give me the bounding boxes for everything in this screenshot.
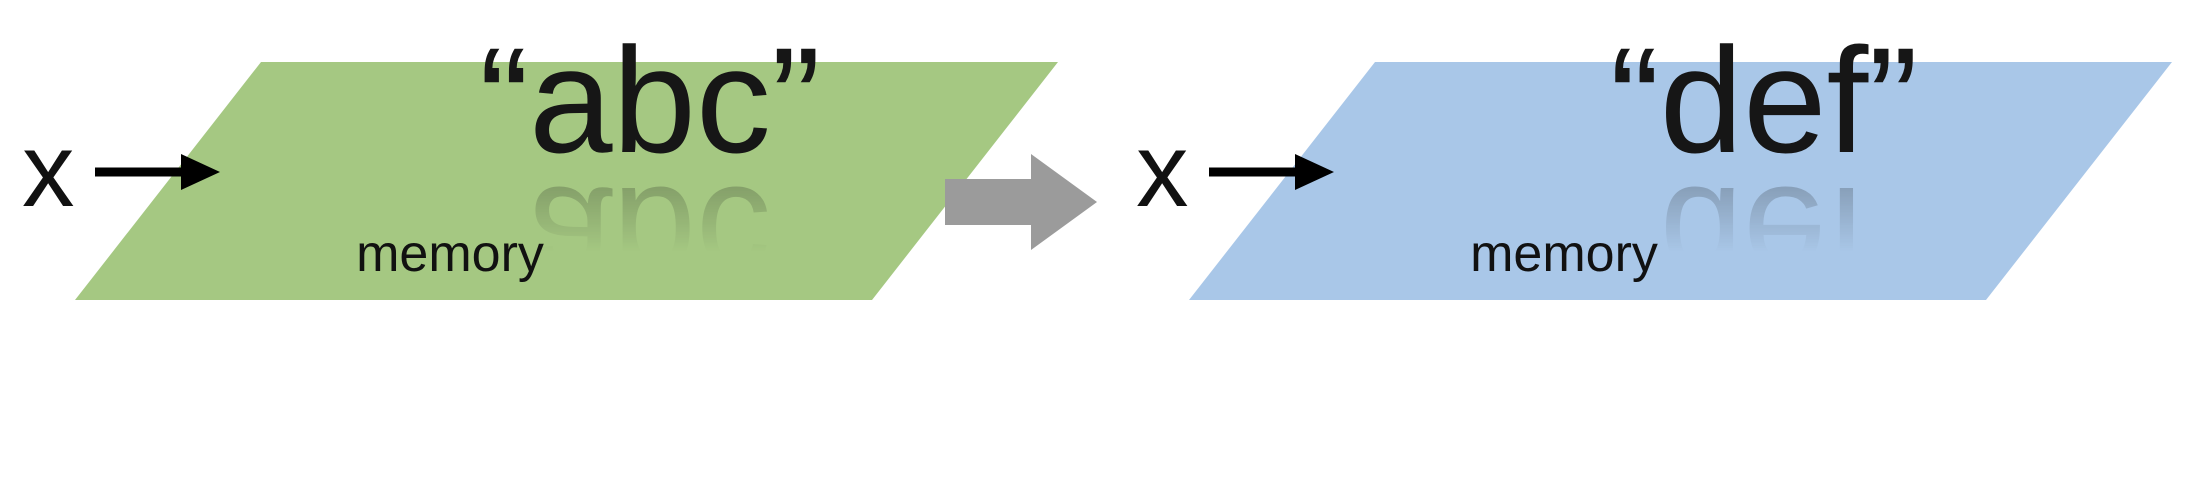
memory-caption-before: memory (356, 225, 544, 283)
transition-arrow (945, 154, 1097, 250)
pointer-arrow-after (1209, 154, 1334, 190)
pointer-arrow-before-head (181, 154, 220, 190)
pointer-arrow-after-head (1295, 154, 1334, 190)
value-text-before: “abc” (479, 16, 821, 184)
memory-box-after-shape (1189, 62, 2172, 300)
variable-label-before: x (22, 112, 75, 229)
transition-arrow-shape (945, 154, 1097, 250)
memory-box-before (75, 62, 1058, 300)
pointer-arrow-before (95, 154, 220, 190)
memory-box-before-shape (75, 62, 1058, 300)
variable-label-after: x (1136, 112, 1189, 229)
memory-caption-after: memory (1470, 225, 1658, 283)
value-text-after: “def” (1609, 16, 1919, 184)
memory-box-after (1189, 62, 2172, 300)
